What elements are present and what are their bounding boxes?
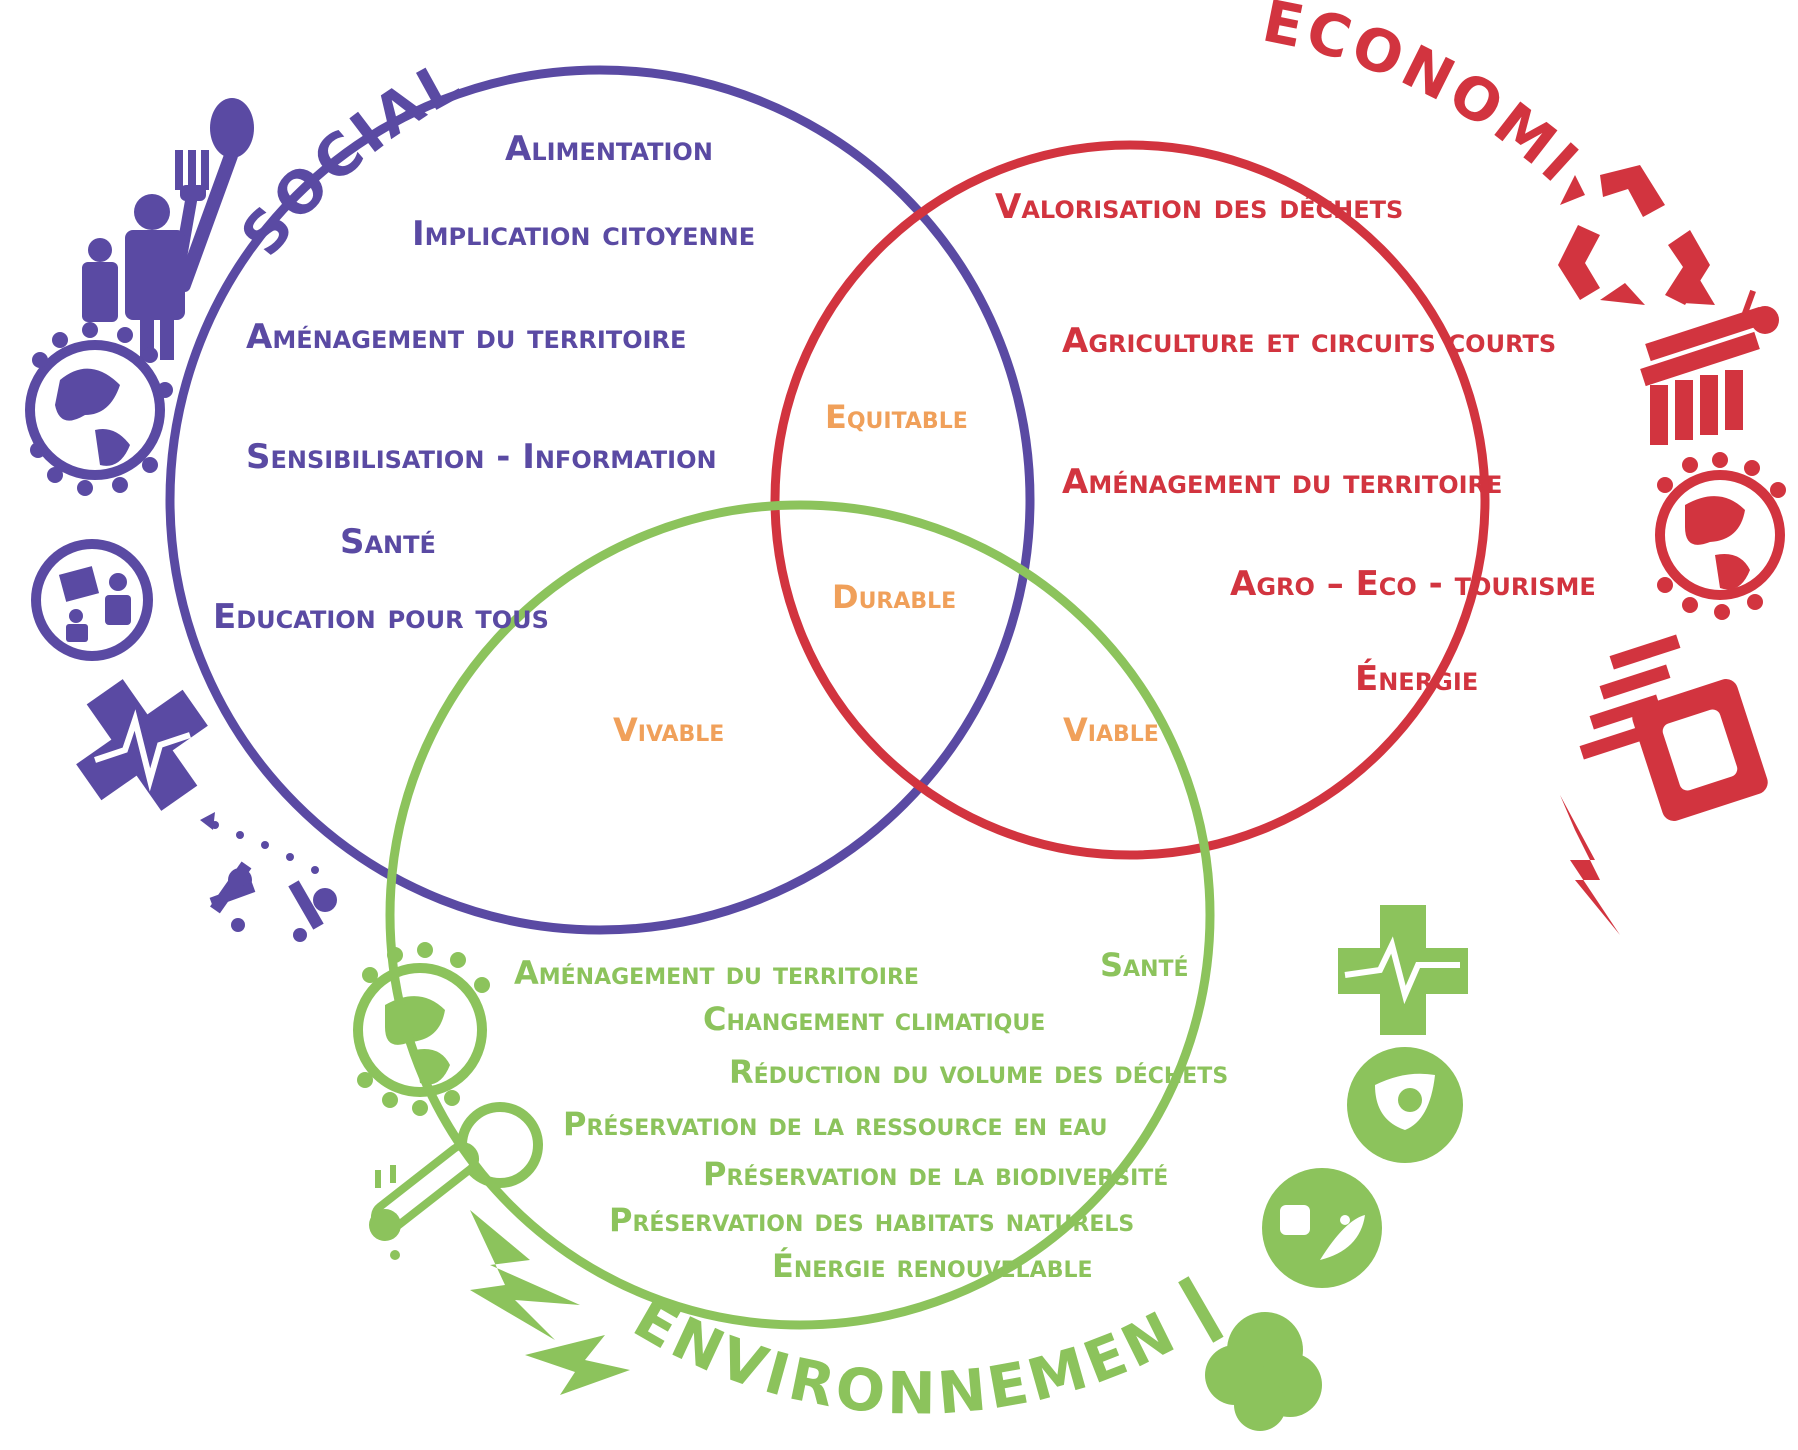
social-item: Implication citoyenne: [412, 214, 755, 254]
lightning-icon: [1560, 795, 1620, 935]
health-cross-icon: [76, 679, 208, 811]
social-item: Alimentation: [505, 129, 713, 169]
globe-people-icon: [25, 322, 173, 496]
environnement-item: Aménagement du territoire: [514, 954, 919, 992]
environnement-item: Santé: [1100, 946, 1189, 984]
tree-icon: [1178, 1276, 1322, 1431]
environnement-item: Préservation de la biodiversité: [703, 1155, 1168, 1193]
social-item: Santé: [340, 522, 436, 562]
environnement-circle: [385, 500, 1215, 1330]
recycle-icon: [1558, 165, 1715, 305]
economie-items: Valorisation des déchets Agriculture et …: [995, 187, 1596, 699]
economie-item: Aménagement du territoire: [1062, 462, 1502, 502]
durable-label: Durable: [832, 578, 956, 616]
social-items: Alimentation Implication citoyenne Aména…: [213, 129, 755, 637]
environnement-item: Préservation de la ressource en eau: [563, 1105, 1107, 1143]
economie-icons: [1558, 165, 1786, 935]
economie-circle: [770, 140, 1490, 860]
social-item: Education pour tous: [213, 597, 549, 637]
vivable-label: Vivable: [613, 711, 724, 749]
environnement-item: Réduction du volume des déchets: [729, 1053, 1228, 1091]
social-icons: [25, 98, 337, 942]
environnement-item: Changement climatique: [703, 1000, 1045, 1038]
tourism-icon: [1579, 634, 1768, 821]
biodiversity-icon: [1262, 1168, 1382, 1288]
economie-item: Valorisation des déchets: [995, 187, 1403, 227]
economie-item: Énergie: [1355, 658, 1478, 699]
social-circle: [165, 65, 1035, 935]
children-play-icon: [200, 812, 337, 942]
lightning-icon: [470, 1210, 630, 1395]
teaching-icon: [31, 539, 153, 661]
environnement-item: Énergie renouvelable: [772, 1247, 1093, 1285]
social-item: Aménagement du territoire: [246, 317, 686, 357]
market-icon: [1640, 289, 1779, 445]
economie-item: Agriculture et circuits courts: [1062, 321, 1556, 361]
viable-label: Viable: [1063, 711, 1159, 749]
intersection-labels: Equitable Durable Vivable Viable: [613, 398, 1159, 749]
globe-people-icon: [1655, 452, 1786, 620]
environnement-items: Aménagement du territoire Santé Changeme…: [514, 946, 1228, 1285]
globe-people-icon: [353, 942, 490, 1116]
equitable-label: Equitable: [825, 398, 968, 436]
health-cross-icon: [1338, 905, 1468, 1035]
people-icon: [82, 194, 185, 360]
environnement-icons: [353, 905, 1468, 1431]
environnement-item: Préservation des habitats naturels: [609, 1201, 1134, 1239]
economie-item: Agro – Eco - tourisme: [1230, 564, 1596, 604]
social-item: Sensibilisation - Information: [246, 437, 717, 477]
water-drop-icon: [1347, 1047, 1463, 1163]
